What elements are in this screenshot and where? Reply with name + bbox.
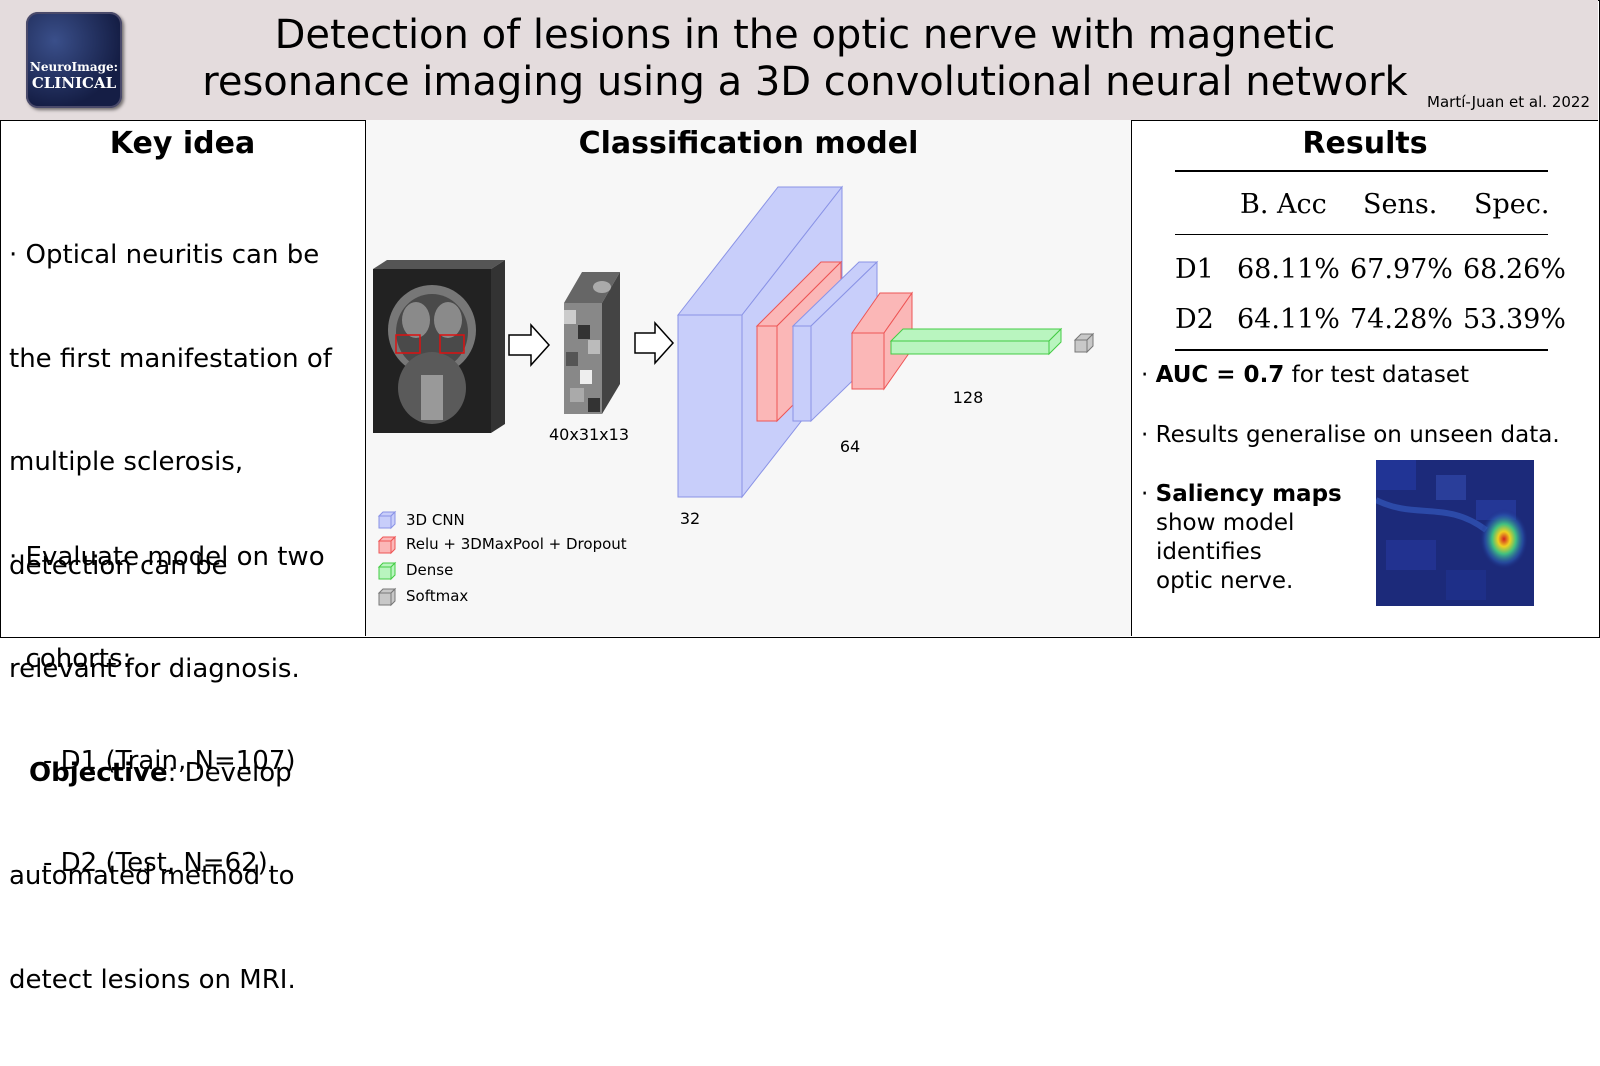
saliency-map-image	[1376, 460, 1534, 606]
saliency-line: show model	[1156, 510, 1295, 536]
legend-label: Relu + 3DMaxPool + Dropout	[406, 535, 627, 553]
generalise-line: · Results generalise on unseen data.	[1141, 422, 1560, 448]
objective-line: detect lesions on MRI.	[9, 964, 296, 995]
table-header: B. Acc	[1240, 189, 1327, 220]
legend-item: Softmax	[377, 587, 468, 607]
arrow-right-icon	[508, 323, 551, 367]
saliency-text: · Saliency maps show model identifies op…	[1141, 480, 1342, 596]
table-row-label: D2	[1175, 304, 1214, 335]
table-header: Spec.	[1474, 189, 1550, 220]
key-idea-line: detection can be	[9, 550, 228, 581]
saliency-line: identifies	[1156, 539, 1262, 565]
lesion-box-right	[439, 334, 465, 354]
key-idea-line: the first manifestation of	[9, 343, 332, 374]
auc-rest: for test dataset	[1284, 362, 1469, 388]
evaluate-line: cohorts:	[9, 644, 132, 674]
page-title: Detection of lesions in the optic nerve …	[150, 12, 1460, 106]
header: NeuroImage: CLINICAL Detection of lesion…	[0, 0, 1598, 121]
dense-block	[889, 327, 1063, 356]
title-line2: resonance imaging using a 3D convolution…	[202, 59, 1408, 105]
legend: 3D CNN Relu + 3DMaxPool + Dropout Dense …	[377, 510, 627, 607]
table-row-label: D1	[1175, 254, 1214, 285]
key-idea-line: multiple sclerosis,	[9, 447, 244, 477]
title-line1: Detection of lesions in the optic nerve …	[274, 12, 1336, 58]
table-header: Sens.	[1363, 189, 1438, 220]
table-rule-mid	[1175, 234, 1548, 235]
model-panel: Classification model	[366, 120, 1132, 636]
results-heading: Results	[1302, 126, 1428, 161]
arrow-right-icon	[634, 321, 675, 365]
model-heading: Classification model	[578, 126, 919, 161]
journal-logo: NeuroImage: CLINICAL	[26, 12, 122, 108]
softmax-block	[1073, 332, 1095, 354]
cohort-item: - D1 (Train, N=107)	[43, 746, 296, 776]
table-cell: 68.11%	[1237, 254, 1340, 285]
legend-label: 3D CNN	[406, 511, 465, 529]
results-panel: Results B. Acc Sens. Spec. D1 68.11% 67.…	[1132, 120, 1598, 636]
table-cell: 68.26%	[1463, 254, 1566, 285]
auc-bold: AUC = 0.7	[1155, 362, 1285, 388]
dim-label: 64	[840, 437, 860, 456]
logo-line1: NeuroImage:	[29, 60, 119, 74]
evaluate-line: · Evaluate model on two	[9, 542, 325, 572]
dim-label: 128	[953, 388, 984, 407]
table-cell: 53.39%	[1463, 304, 1566, 335]
patch-volume	[564, 272, 620, 414]
table-rule-top	[1175, 170, 1548, 172]
evaluate-text: · Evaluate model on two cohorts: - D1 (T…	[9, 472, 325, 948]
legend-label: Softmax	[406, 587, 468, 605]
legend-item: Relu + 3DMaxPool + Dropout	[377, 535, 627, 555]
lesion-box-left	[395, 334, 421, 354]
mri-volume	[373, 260, 505, 433]
legend-item: Dense	[377, 561, 453, 581]
logo-line2: CLINICAL	[31, 74, 117, 92]
auc-line: · AUC = 0.7 for test dataset	[1141, 362, 1469, 388]
patch-size-label: 40x31x13	[549, 425, 629, 444]
key-idea-heading: Key idea	[109, 126, 256, 161]
table-cell: 67.97%	[1350, 254, 1453, 285]
citation: Martí-Juan et al. 2022	[1427, 93, 1590, 111]
legend-label: Dense	[406, 561, 453, 579]
key-idea-line: · Optical neuritis can be	[9, 240, 320, 270]
table-rule-bottom	[1175, 349, 1548, 351]
saliency-line: optic nerve.	[1156, 568, 1294, 594]
saliency-bold: Saliency maps	[1155, 481, 1342, 507]
table-cell: 64.11%	[1237, 304, 1340, 335]
architecture-diagram: 40x31x13 32 64 128 3D CNN Relu + 3DMaxPo…	[373, 185, 1095, 607]
cnn-block-2	[791, 260, 879, 423]
saliency-heading-line: · Saliency maps	[1141, 481, 1342, 507]
dim-label: 32	[680, 509, 700, 528]
table-cell: 74.28%	[1350, 304, 1453, 335]
cohort-item: - D2 (Test, N=62)	[43, 848, 268, 878]
legend-item: 3D CNN	[377, 510, 465, 530]
key-idea-panel: Key idea · Optical neuritis can be the f…	[0, 120, 366, 995]
